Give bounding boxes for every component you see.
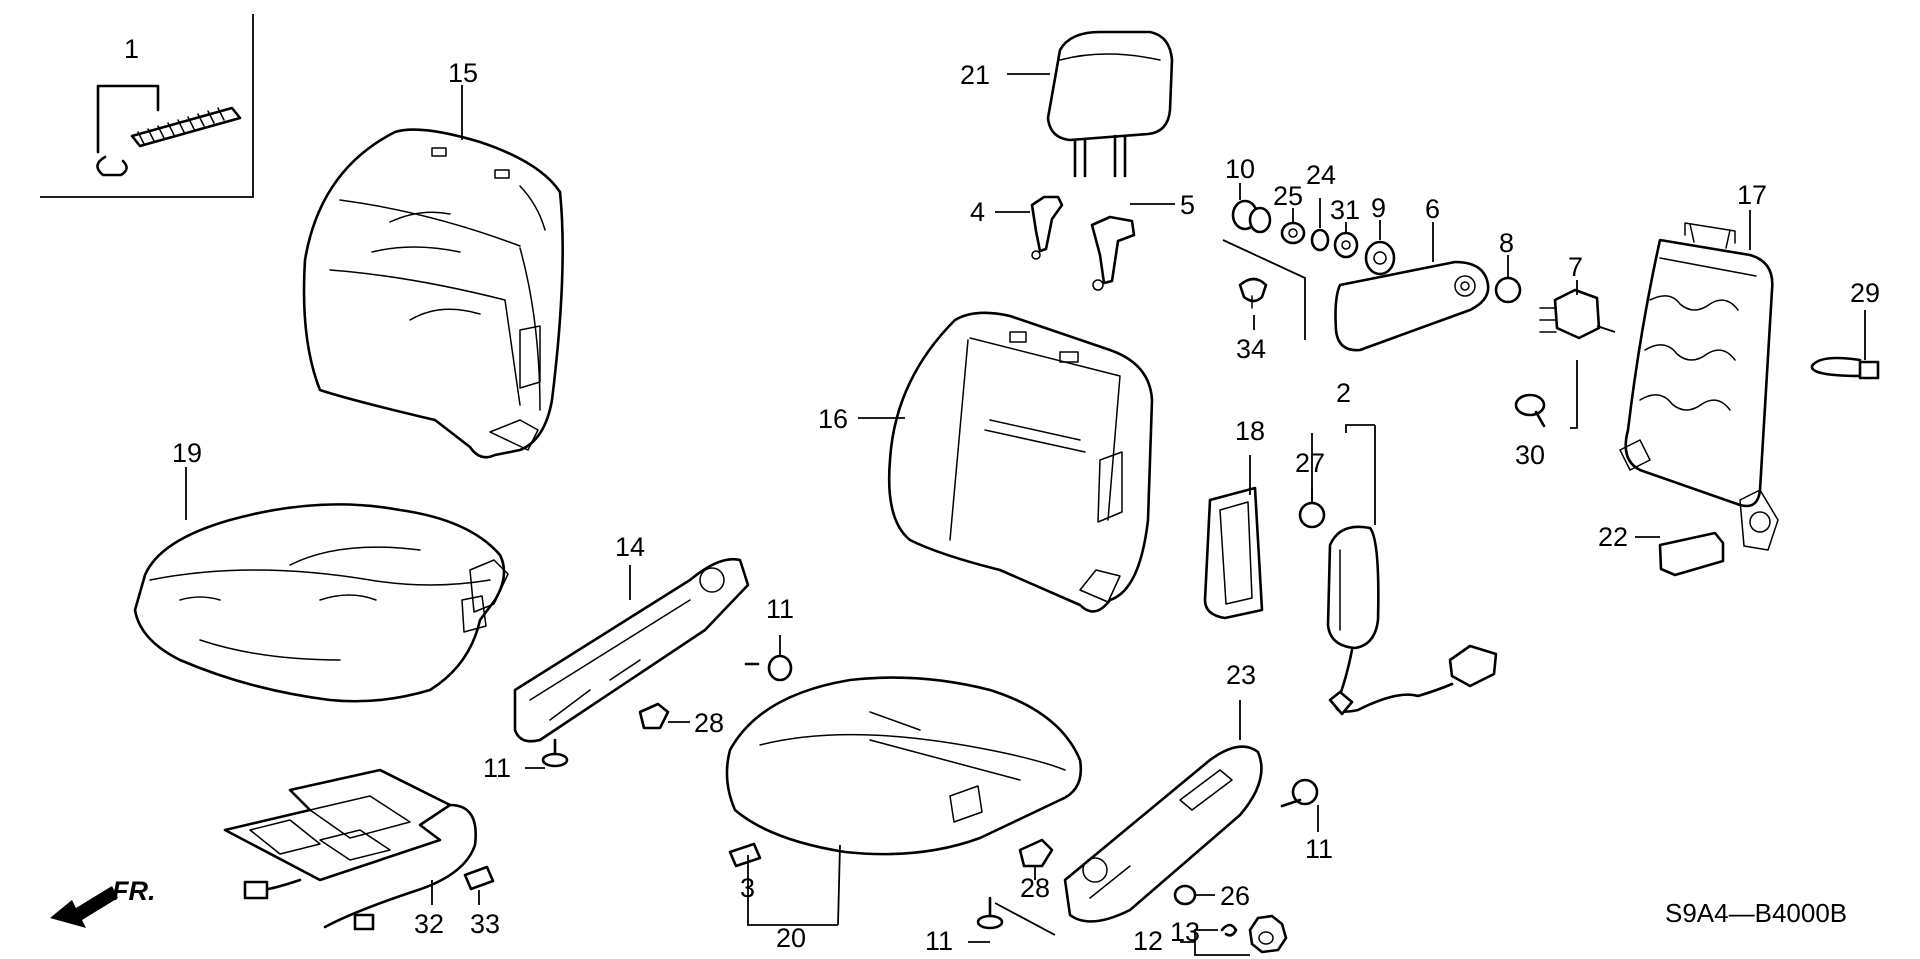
- callout-6: 6: [1425, 194, 1440, 224]
- callout-30: 30: [1515, 440, 1545, 470]
- callout-34: 34: [1236, 334, 1266, 364]
- callout-15: 15: [448, 58, 478, 88]
- part-10-bushing: [1231, 199, 1272, 234]
- callout-13: 13: [1170, 917, 1200, 947]
- part-7-switch: [1539, 288, 1601, 340]
- part-5-headrest-guide: [1090, 215, 1136, 291]
- callout-18: 18: [1235, 416, 1265, 446]
- callout-2: 2: [1336, 378, 1351, 408]
- part-15-seatback-cover: [302, 128, 564, 459]
- part-2-side-airbag: [1326, 525, 1498, 716]
- callout-10: 10: [1225, 154, 1255, 184]
- part-32-seat-heater: [223, 768, 478, 931]
- part-14-inner-cover: [513, 557, 750, 743]
- callout-28-upper: 28: [694, 708, 724, 738]
- part-28-clip-lower: [1018, 838, 1054, 868]
- part-1-hog-rings: [96, 84, 242, 177]
- callout-3: 3: [740, 873, 755, 903]
- direction-label: FR.: [112, 876, 156, 906]
- part-21-headrest: [1046, 30, 1174, 178]
- callout-33: 33: [470, 909, 500, 939]
- callout-9: 9: [1371, 193, 1386, 223]
- callout-20: 20: [776, 923, 806, 953]
- part-6-armrest: [1334, 260, 1490, 352]
- part-11-screw-left: [541, 738, 569, 768]
- callout-11-upper: 11: [766, 594, 794, 624]
- part-24-washer: [1310, 228, 1330, 252]
- callout-5: 5: [1180, 190, 1195, 220]
- callout-16: 16: [818, 404, 848, 434]
- part-26-screw: [1173, 884, 1197, 906]
- callout-14: 14: [615, 532, 645, 562]
- callout-22: 22: [1598, 522, 1628, 552]
- part-20-cushion-pad: [725, 676, 1083, 856]
- part-28-clip-upper: [638, 702, 670, 730]
- part-29-clip: [1810, 356, 1880, 380]
- part-34-clip: [1238, 277, 1268, 309]
- front-direction-arrow-icon: [50, 886, 118, 928]
- part-9-collar: [1364, 240, 1396, 276]
- callout-12: 12: [1133, 926, 1163, 956]
- callout-1: 1: [124, 34, 139, 64]
- part-22-cover: [1658, 531, 1725, 577]
- callout-29: 29: [1850, 278, 1880, 308]
- part-4-headrest-guide: [1030, 195, 1064, 260]
- part-18-panel: [1203, 486, 1264, 620]
- part-31-washer: [1333, 231, 1359, 259]
- callout-24: 24: [1306, 160, 1336, 190]
- callout-27: 27: [1295, 448, 1325, 478]
- part-23-outer-cover: [1063, 745, 1263, 923]
- callout-32: 32: [414, 909, 444, 939]
- part-13-spring: [1220, 923, 1238, 937]
- callout-25: 25: [1273, 181, 1303, 211]
- callout-11-bottom: 11: [925, 926, 953, 956]
- callout-31: 31: [1330, 195, 1360, 225]
- leader-lines: [185, 73, 1866, 956]
- callout-28-lower: 28: [1020, 873, 1050, 903]
- part-27-bushing: [1298, 501, 1326, 529]
- callout-8: 8: [1499, 228, 1514, 258]
- part-16-seatback-pad: [887, 311, 1154, 613]
- part-11-screw-upper: [744, 654, 793, 682]
- part-11-screw-bottom: [976, 896, 1004, 930]
- callout-17: 17: [1737, 180, 1767, 210]
- inset-box: [40, 14, 254, 198]
- part-3-clip: [728, 842, 762, 868]
- part-17-seatback-frame: [1619, 222, 1779, 551]
- callout-11-right: 11: [1305, 834, 1333, 864]
- callout-26: 26: [1220, 881, 1250, 911]
- callout-4: 4: [970, 197, 985, 227]
- callout-23: 23: [1226, 660, 1256, 690]
- part-33-clip: [463, 865, 495, 891]
- part-11-screw-right: [1280, 778, 1319, 808]
- diagram-code: S9A4—B4000B: [1665, 898, 1847, 928]
- part-8-bushing: [1494, 276, 1522, 304]
- callout-labels: 1 15 19 21 4 5 16 10 25 24 31 9 6 34 8 7…: [112, 34, 1880, 956]
- part-12-knob: [1248, 914, 1288, 954]
- part-30-bolt: [1514, 393, 1546, 428]
- callout-21: 21: [960, 60, 990, 90]
- part-25-nut: [1280, 221, 1306, 245]
- callout-19: 19: [172, 438, 202, 468]
- callout-7: 7: [1568, 252, 1583, 282]
- callout-11-left: 11: [483, 753, 511, 783]
- part-19-cushion-cover: [133, 503, 509, 703]
